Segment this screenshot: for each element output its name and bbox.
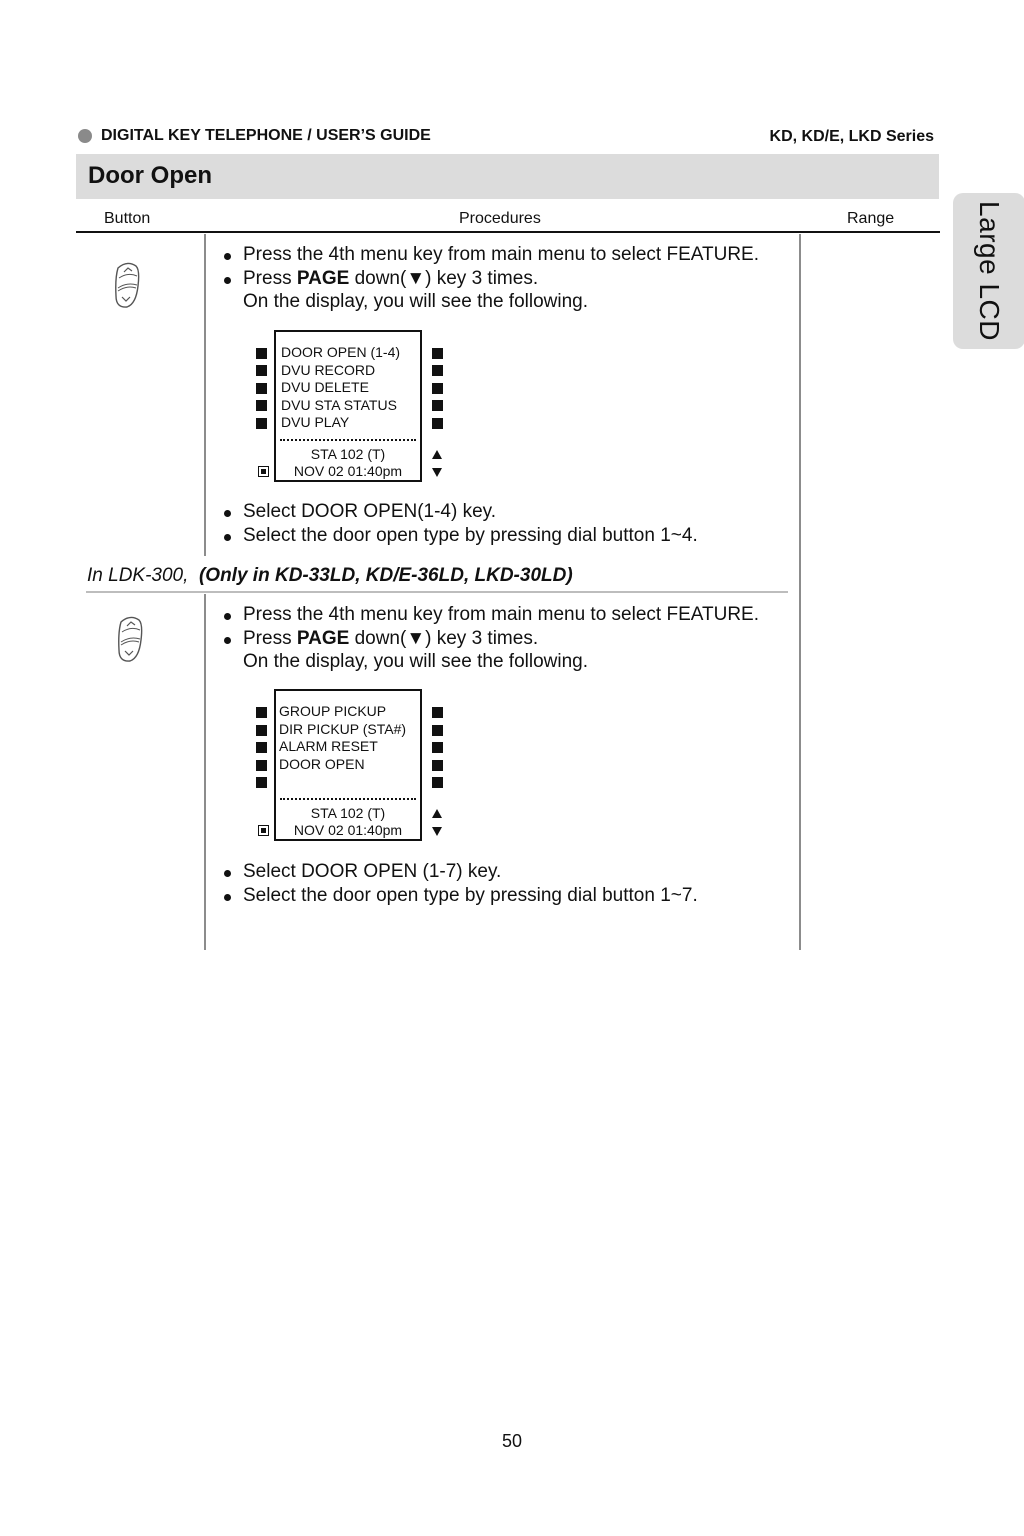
arrow-up-icon <box>432 450 442 459</box>
soft-key-icon <box>432 365 443 376</box>
procedure-step-note: On the display, you will see the followi… <box>243 291 588 312</box>
soft-key-icon <box>432 760 443 771</box>
side-tab: Large LCD <box>953 193 1024 349</box>
column-divider <box>204 594 206 950</box>
procedure-list: Press the 4th menu key from main menu to… <box>222 243 759 314</box>
soft-key-icon <box>256 725 267 736</box>
soft-key-icon <box>256 383 267 394</box>
soft-key-icon <box>432 742 443 753</box>
page-title: Door Open <box>88 162 212 189</box>
soft-key-icon <box>432 418 443 429</box>
lcd-line: DVU DELETE <box>281 379 369 395</box>
soft-key-icon <box>256 348 267 359</box>
soft-key-icon <box>256 400 267 411</box>
soft-key-icon <box>256 777 267 788</box>
column-header-range: Range <box>847 210 895 227</box>
column-divider <box>799 234 801 950</box>
lcd-line: ALARM RESET <box>279 738 378 754</box>
soft-key-icon <box>432 383 443 394</box>
lcd-menu-lines: DOOR OPEN (1-4) DVU RECORD DVU DELETE DV… <box>281 344 400 432</box>
soft-key-icon <box>432 707 443 718</box>
procedure-list: Press the 4th menu key from main menu to… <box>222 603 759 674</box>
soft-key-icon <box>256 365 267 376</box>
arrow-down-icon <box>432 827 442 836</box>
soft-key-icon <box>256 760 267 771</box>
procedure-step: Press PAGE down(▼) key 3 times. <box>222 627 759 651</box>
lcd-station: STA 102 (T) <box>310 805 386 821</box>
lcd-menu-lines: GROUP PICKUP DIR PICKUP (STA#) ALARM RES… <box>279 703 406 773</box>
note-models: (Only in KD-33LD, KD/E-36LD, LKD-30LD) <box>198 565 573 586</box>
header-series: KD, KD/E, LKD Series <box>769 128 934 145</box>
guide-title-text: DIGITAL KEY TELEPHONE / USER’S GUIDE <box>101 127 431 144</box>
page-key-icon <box>118 616 143 662</box>
procedure-step: Select the door open type by pressing di… <box>222 884 698 908</box>
note-prefix: In LDK-300, <box>87 565 189 586</box>
lcd-line: DOOR OPEN (1-4) <box>281 344 401 360</box>
procedure-step: Select the door open type by pressing di… <box>222 524 698 548</box>
lcd-line: DVU STA STATUS <box>281 396 397 413</box>
bullet-dot-icon <box>78 129 92 143</box>
note-divider <box>86 591 788 593</box>
column-header-button: Button <box>104 210 151 227</box>
procedure-step: Select DOOR OPEN(1-4) key. <box>222 500 698 524</box>
column-header-procedures: Procedures <box>459 210 541 227</box>
soft-key-icon <box>432 348 443 359</box>
lcd-separator <box>280 798 416 800</box>
procedure-step-note: On the display, you will see the followi… <box>243 651 588 672</box>
procedure-step: Select DOOR OPEN (1-7) key. <box>222 860 698 884</box>
soft-key-icon <box>432 400 443 411</box>
arrow-down-icon <box>432 468 442 477</box>
procedure-step: Press the 4th menu key from main menu to… <box>222 243 759 267</box>
procedure-step: Press PAGE down(▼) key 3 times. <box>222 267 759 291</box>
lcd-line: GROUP PICKUP <box>279 703 387 719</box>
lcd-separator <box>280 439 416 441</box>
lcd-station: STA 102 (T) <box>310 446 386 462</box>
side-tab-label: Large LCD <box>974 201 1005 341</box>
soft-key-icon <box>432 725 443 736</box>
procedure-list: Select DOOR OPEN(1-4) key. Select the do… <box>222 500 698 547</box>
lcd-datetime: NOV 02 01:40pm <box>293 822 403 838</box>
arrow-up-icon <box>432 809 442 818</box>
page-number: 50 <box>501 1431 523 1451</box>
lcd-datetime: NOV 02 01:40pm <box>293 463 403 479</box>
header-divider <box>76 231 940 233</box>
soft-key-icon <box>432 777 443 788</box>
lcd-line: DVU PLAY <box>281 414 350 430</box>
lcd-line: DOOR OPEN <box>279 755 365 772</box>
indicator-icon <box>258 825 269 836</box>
column-divider <box>204 234 206 556</box>
lcd-screen: GROUP PICKUP DIR PICKUP (STA#) ALARM RES… <box>274 689 422 841</box>
lcd-line: DIR PICKUP (STA#) <box>279 720 407 737</box>
title-band: Door Open <box>76 154 939 199</box>
soft-key-icon <box>256 418 267 429</box>
page-key-icon <box>115 262 140 308</box>
lcd-screen: DOOR OPEN (1-4) DVU RECORD DVU DELETE DV… <box>274 330 422 482</box>
lcd-line: DVU RECORD <box>281 361 376 378</box>
model-note: In LDK-300, (Only in KD-33LD, KD/E-36LD,… <box>87 565 573 587</box>
procedure-list: Select DOOR OPEN (1-7) key. Select the d… <box>222 860 698 907</box>
procedure-step: Press the 4th menu key from main menu to… <box>222 603 759 627</box>
indicator-icon <box>258 466 269 477</box>
header-guide-title: DIGITAL KEY TELEPHONE / USER’S GUIDE <box>78 127 431 145</box>
soft-key-icon <box>256 742 267 753</box>
soft-key-icon <box>256 707 267 718</box>
